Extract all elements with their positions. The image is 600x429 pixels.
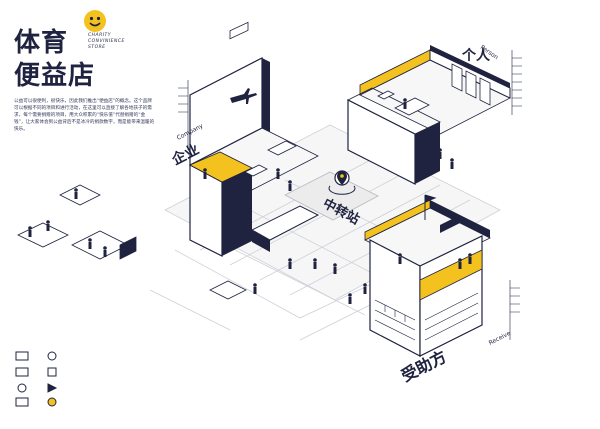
- recipient-label-en: Receive: [488, 330, 512, 347]
- map-marker-icon: [337, 171, 347, 185]
- airplane-icon: [230, 88, 257, 104]
- logo-en-line1: CHARITY: [88, 33, 112, 38]
- company-building: 企业 Company: [168, 21, 320, 257]
- recipient-building: 受助方 Receive: [364, 194, 512, 386]
- legend-icons: [15, 351, 58, 407]
- left-vignettes: [17, 184, 247, 300]
- callout-lines: [178, 50, 522, 340]
- logo-en-line3: STORE: [88, 45, 106, 50]
- floor-people: [253, 258, 367, 304]
- logo-title-line1: 体育: [14, 28, 69, 58]
- legend-circle-icon: [47, 351, 57, 361]
- intro-paragraph: 公益可以很便利，很快乐，因此我们推出“便益店”的概念。这个品牌可以根据不同的项目…: [14, 99, 155, 132]
- center-station: 中转站: [284, 170, 379, 228]
- smile-logo-icon: [84, 10, 106, 32]
- logo-en-line2: CONVINIENCE: [88, 39, 125, 44]
- legend-card-icon: [15, 367, 29, 377]
- legend-smile-icon: [47, 397, 57, 407]
- legend-box-icon: [15, 351, 29, 361]
- legend-square-icon: [47, 367, 57, 377]
- person-label-cn: 个人: [461, 47, 491, 64]
- legend-person-icon: [17, 383, 27, 393]
- person-building: 个人 Person: [347, 44, 511, 185]
- logo-title-line2: 便益店: [14, 61, 96, 91]
- legend-play-icon: [47, 383, 58, 393]
- legend-list-icon: [15, 397, 29, 407]
- flag-icon: [424, 194, 437, 220]
